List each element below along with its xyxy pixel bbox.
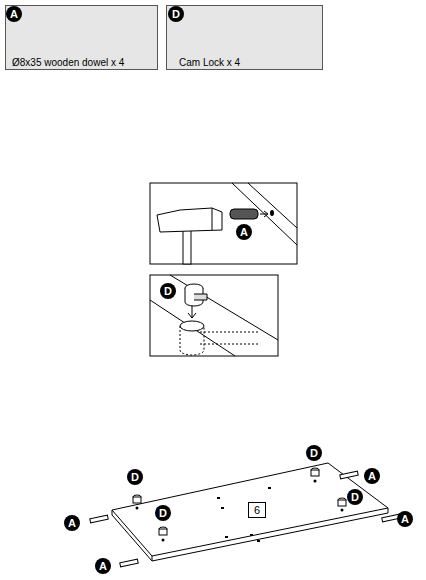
- callout-letter: D: [160, 283, 176, 299]
- panel: [112, 463, 388, 561]
- hammer-inset: [150, 183, 297, 264]
- callout-letter: D: [127, 469, 143, 485]
- callout-letter: A: [364, 468, 380, 484]
- part-description: Ø8x35 wooden dowel x 4: [12, 57, 124, 68]
- callout-letter: D: [306, 445, 322, 461]
- parts-box: Ø8x35 wooden dowel x 4: [5, 5, 158, 70]
- cam-locks: [133, 468, 346, 535]
- parts-box: Cam Lock x 4: [166, 5, 323, 70]
- part-number-box: 6: [248, 502, 266, 518]
- part-number: 6: [249, 503, 265, 517]
- callout-letter: A: [6, 6, 22, 22]
- part-description: Cam Lock x 4: [179, 57, 240, 68]
- callout-letter: A: [95, 558, 111, 574]
- callout-letter: A: [397, 511, 413, 527]
- callout-letter: A: [236, 224, 252, 240]
- callout-letter: D: [347, 489, 363, 505]
- dowels: [90, 471, 400, 567]
- callout-letter: D: [155, 505, 171, 521]
- cam-holes: [136, 480, 344, 542]
- callout-letter: A: [64, 515, 80, 531]
- callout-letter: D: [168, 6, 184, 22]
- cam-lock-inset: [150, 275, 278, 356]
